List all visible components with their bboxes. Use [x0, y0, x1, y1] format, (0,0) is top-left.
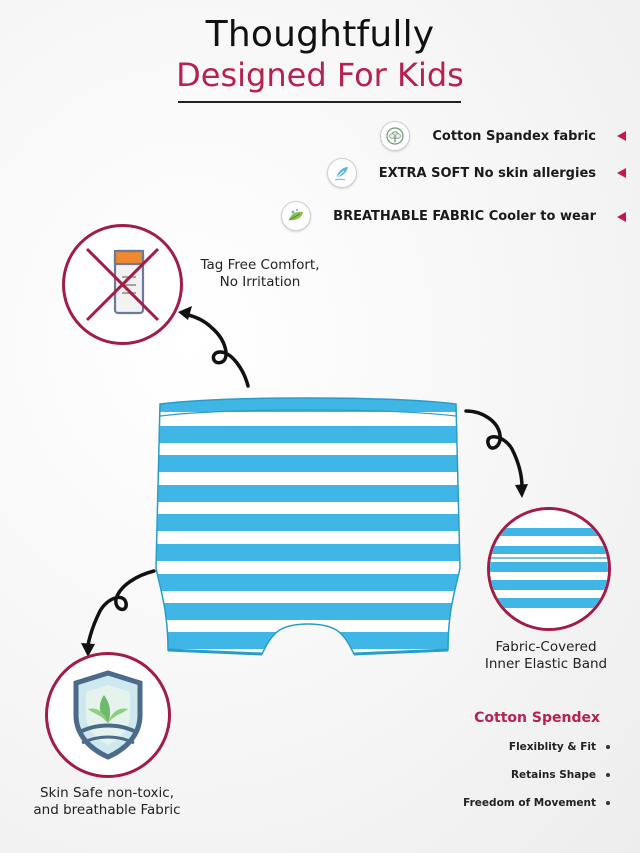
waistband-detail-image	[490, 510, 608, 628]
heading-divider	[178, 101, 461, 103]
feather-icon	[326, 158, 357, 188]
curly-arrow-icon	[178, 306, 250, 388]
feature-arrow-icon	[617, 168, 626, 178]
feature-cotton-spandex: Cotton Spandex fabric	[380, 121, 596, 151]
cotton-spandex-title: Cotton Spendex	[474, 710, 600, 726]
skin-safe-caption: Skin Safe non-toxic, and breathable Fabr…	[33, 785, 181, 818]
curly-arrow-icon	[81, 569, 156, 657]
heading-line-2: Designed For Kids	[176, 56, 464, 94]
no-tag-icon	[85, 247, 160, 322]
bullet-icon	[606, 773, 610, 777]
feature-breathable: BREATHABLE FABRIC Cooler to wear	[281, 201, 596, 231]
feature-text: EXTRA SOFT No skin allergies	[378, 165, 596, 181]
cotton-spandex-item: Freedom of Movement	[463, 797, 610, 809]
tag-free-badge	[62, 224, 183, 345]
tag-free-caption: Tag Free Comfort, No Irritation	[200, 257, 320, 290]
cotton-spandex-item: Retains Shape	[511, 769, 610, 781]
skin-safe-badge	[45, 652, 171, 778]
shield-leaf-icon	[73, 670, 143, 760]
waistband-detail-badge	[487, 507, 611, 631]
leaf-icon	[281, 201, 312, 231]
heading-line-1: Thoughtfully	[205, 14, 435, 55]
cotton-icon	[380, 121, 411, 151]
feature-extra-soft: EXTRA SOFT No skin allergies	[326, 158, 596, 188]
waistband-caption: Fabric-Covered Inner Elastic Band	[484, 639, 608, 672]
boxer-brief-image	[155, 397, 461, 656]
feature-text: BREATHABLE FABRIC Cooler to wear	[333, 208, 596, 224]
curly-arrow-icon	[464, 409, 528, 498]
feature-text: Cotton Spandex fabric	[432, 128, 596, 144]
cotton-spandex-item: Flexiblity & Fit	[509, 741, 610, 753]
feature-arrow-icon	[617, 131, 626, 141]
feature-arrow-icon	[617, 212, 626, 222]
bullet-icon	[606, 745, 610, 749]
bullet-icon	[606, 801, 610, 805]
